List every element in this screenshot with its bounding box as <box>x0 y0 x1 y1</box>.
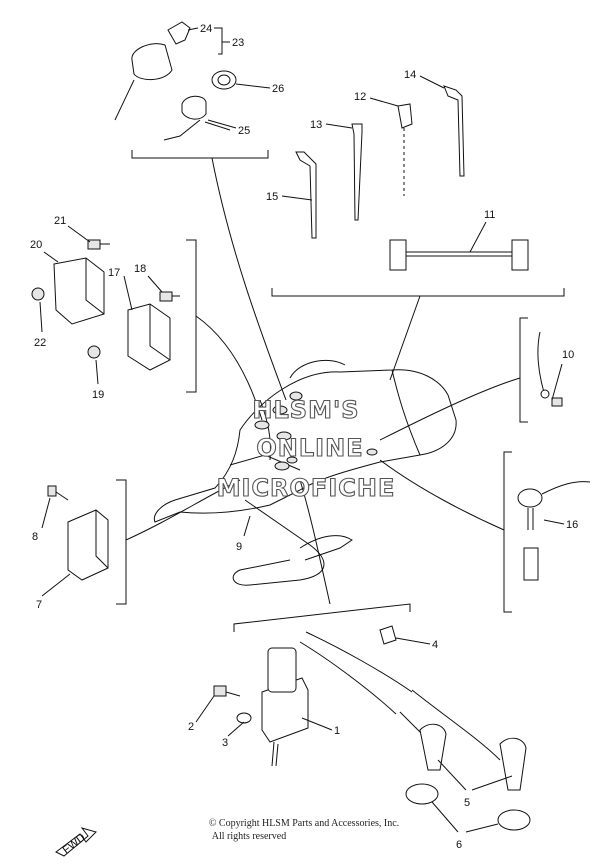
callout-11: 11 <box>484 209 495 221</box>
callout-14: 14 <box>404 69 416 81</box>
callout-24: 24 <box>200 23 212 35</box>
ground-lead-group <box>379 317 563 441</box>
watermark-line3: MICROFICHE <box>217 474 396 502</box>
rights-reserved-line: All rights reserved <box>211 831 287 842</box>
callout-12: 12 <box>354 91 366 103</box>
ignition-switch-group <box>114 21 287 401</box>
callouts: 24 23 26 25 14 12 13 15 11 21 20 17 18 2… <box>30 23 578 851</box>
watermark-line1: HLSM'S <box>252 396 359 424</box>
callout-5: 5 <box>464 797 470 809</box>
callout-7: 7 <box>36 599 42 611</box>
callout-1: 1 <box>334 725 340 737</box>
callout-4: 4 <box>432 639 438 651</box>
callout-9: 9 <box>236 541 242 553</box>
callout-2: 2 <box>188 721 194 733</box>
callout-16: 16 <box>566 519 578 531</box>
callout-25: 25 <box>238 125 250 137</box>
callout-10: 10 <box>562 349 574 361</box>
callout-13: 13 <box>310 119 322 131</box>
callout-15: 15 <box>266 191 278 203</box>
callout-19: 19 <box>92 389 104 401</box>
callout-17: 17 <box>108 267 120 279</box>
watermark-line2: ONLINE <box>256 434 363 462</box>
sensor-group <box>379 451 591 613</box>
cdi-unit-group <box>31 239 263 421</box>
callout-18: 18 <box>134 263 146 275</box>
callout-3: 3 <box>222 737 228 749</box>
callout-20: 20 <box>30 239 42 251</box>
snowmobile-outline <box>153 359 457 586</box>
copyright-line: © Copyright HLSM Parts and Accessories, … <box>208 818 400 829</box>
harness-clips-group <box>271 85 565 381</box>
ignition-coil-group <box>213 479 531 831</box>
callout-6: 6 <box>456 839 462 851</box>
callout-22: 22 <box>34 337 46 349</box>
callout-26: 26 <box>272 83 284 95</box>
watermark: HLSM'S ONLINE MICROFICHE <box>216 395 396 502</box>
regulator-group <box>47 479 241 605</box>
callout-21: 21 <box>54 215 66 227</box>
callout-8: 8 <box>32 531 38 543</box>
callout-23: 23 <box>232 37 244 49</box>
